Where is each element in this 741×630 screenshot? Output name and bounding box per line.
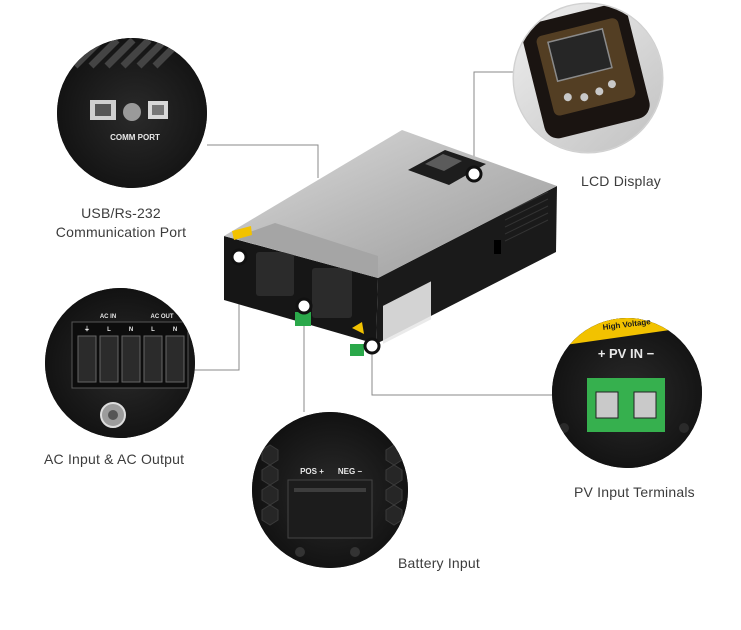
comm-callout-circle: COMM PORT: [57, 38, 207, 188]
comm-port-label: USB/Rs-232 Communication Port: [46, 204, 196, 242]
comm-port-label-line2: Communication Port: [55, 224, 187, 240]
lcd-display-label: LCD Display: [581, 173, 661, 189]
ac-in-text: AC IN: [100, 314, 116, 320]
inverter-unit: [224, 130, 557, 356]
anchor-dots: [230, 165, 483, 355]
battery-pos-text: POS +: [300, 467, 324, 476]
lcd-callout-circle: [512, 2, 664, 154]
ac-term-0: ⏚: [84, 326, 90, 333]
ac-term-4: N: [173, 327, 177, 333]
battery-input-label: Battery Input: [398, 555, 480, 571]
ac-input-output-label: AC Input & AC Output: [44, 451, 185, 467]
ac-callout-circle: AC IN AC OUT ⏚ L N L N: [45, 288, 195, 438]
ac-term-1: L: [107, 327, 111, 333]
pv-in-text: + PV IN −: [598, 346, 655, 361]
comm-port-text: COMM PORT: [110, 133, 160, 142]
battery-neg-text: NEG −: [338, 467, 363, 476]
leader-lcd: [473, 71, 514, 174]
warning-strip: [560, 318, 702, 345]
screw-icon: [123, 103, 141, 121]
leader-comm: [207, 144, 319, 178]
battery-terminal-mini: [295, 312, 311, 326]
power-switch: [494, 240, 501, 254]
ac-term-3: L: [151, 327, 155, 333]
ac-term-2: N: [129, 327, 133, 333]
pv-callout-circle: High Voltage + PV IN −: [552, 317, 702, 468]
battery-callout-circle: POS + NEG −: [252, 412, 408, 568]
ac-out-text: AC OUT: [151, 314, 174, 320]
comm-port-label-line1: USB/Rs-232: [81, 205, 161, 221]
pv-terminal-mini: [350, 344, 364, 356]
leader-pv: [371, 346, 552, 396]
pv-input-terminals-label: PV Input Terminals: [574, 484, 695, 500]
